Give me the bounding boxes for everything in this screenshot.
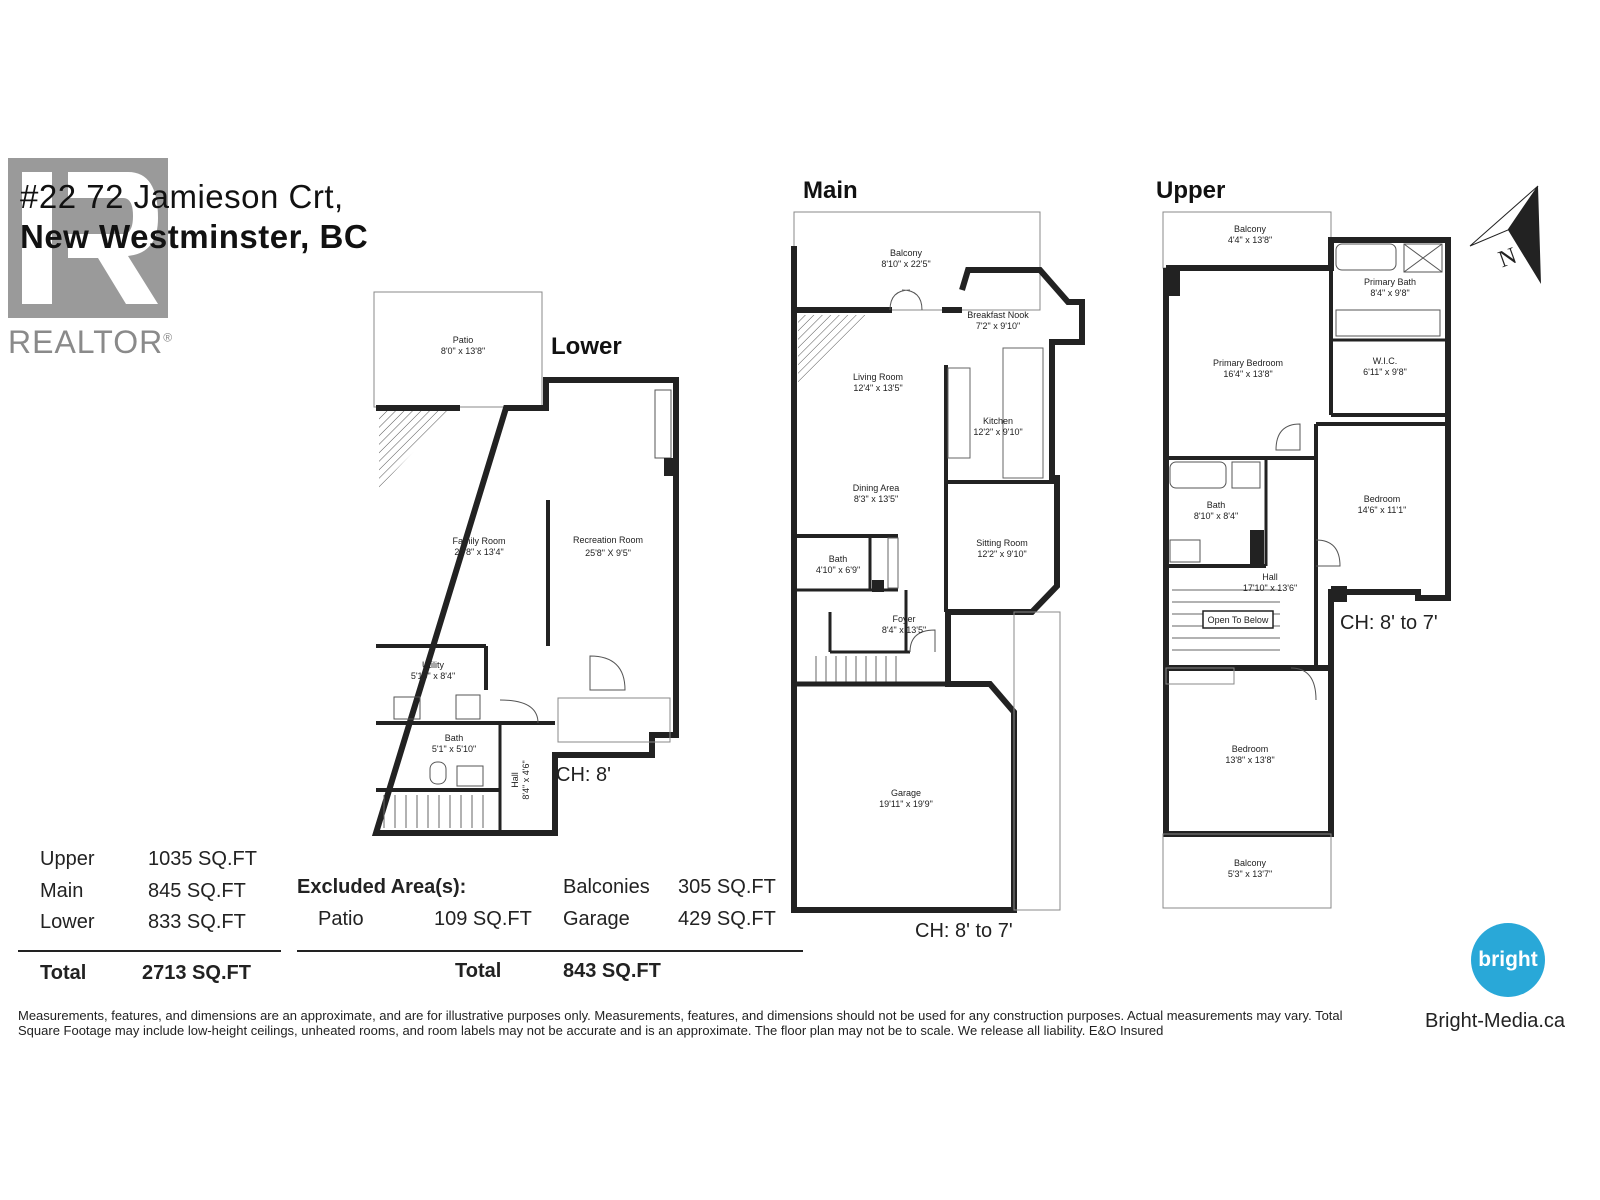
room-name: Kitchen [983, 416, 1013, 426]
room-dims: 14'6" x 11'1" [1358, 505, 1407, 515]
area-label: Main [40, 880, 84, 902]
area-label: Lower [40, 911, 95, 933]
room-dims: 5'3" x 13'7" [1228, 869, 1272, 879]
room-dims: 25'8" x 13'4" [454, 547, 503, 557]
room-dims: 4'10" x 6'9" [816, 565, 860, 575]
room-name: Patio [453, 335, 474, 345]
room-name: Living Room [853, 372, 903, 382]
realtor-wordmark: REALTOR® [8, 324, 174, 360]
brand-url: Bright-Media.ca [1425, 1010, 1566, 1032]
room-name: Dining Area [853, 483, 900, 493]
excluded-total-value: 843 SQ.FT [563, 960, 661, 982]
room-dims: 4'4" x 13'8" [1228, 235, 1272, 245]
floor-title-main: Main [803, 177, 858, 204]
room-dims: 5'10" x 8'4" [411, 671, 455, 681]
room-name: Recreation Room [573, 535, 643, 545]
room-dims: 12'4" x 13'5" [853, 383, 902, 393]
compass-label: N [1495, 243, 1520, 273]
open-to-below-label: Open To Below [1208, 615, 1269, 625]
area-label: Upper [40, 848, 95, 870]
room-name: Sitting Room [976, 538, 1028, 548]
room-name: Balcony [1234, 224, 1267, 234]
ceiling-height-main: CH: 8' to 7' [915, 920, 1013, 942]
area-value: 833 SQ.FT [148, 911, 246, 933]
address-line-2: New Westminster, BC [20, 218, 369, 255]
upper-floor-plan [1162, 211, 1451, 909]
room-name: W.I.C. [1373, 356, 1398, 366]
room-dims: 19'11" x 19'9" [879, 799, 933, 809]
room-name: Family Room [452, 536, 505, 546]
room-name: Bedroom [1232, 744, 1269, 754]
main-floor-plan [791, 211, 1085, 913]
room-dims: 8'4" x 4'6" [521, 760, 531, 799]
area-value: 1035 SQ.FT [148, 848, 257, 870]
excluded-label: Patio [318, 908, 364, 930]
room-dims: 13'8" x 13'8" [1225, 755, 1274, 765]
room-name: Balcony [1234, 858, 1267, 868]
room-name: Hall [510, 772, 520, 788]
excluded-total-label: Total [455, 960, 502, 982]
room-name: Bath [1207, 500, 1226, 510]
lower-walls [371, 377, 679, 836]
excluded-label: Garage [563, 908, 630, 930]
room-dims: 8'0" x 13'8" [441, 346, 485, 356]
room-dims: 17'10" x 13'6" [1243, 583, 1297, 593]
lower-stairs-hatch [379, 411, 452, 488]
room-dims: 8'3" x 13'5" [854, 494, 898, 504]
address-line-1: #22 72 Jamieson Crt, [20, 178, 344, 215]
excluded-label: Balconies [563, 876, 650, 898]
excluded-title: Excluded Area(s): [297, 876, 467, 898]
north-compass-icon: N [1469, 185, 1541, 284]
room-dims: 16'4" x 13'8" [1223, 369, 1272, 379]
room-dims: 8'4" x 13'5" [882, 625, 926, 635]
realtor-logo [8, 158, 168, 318]
room-name: Bath [829, 554, 848, 564]
room-dims: 25'8" X 9'5" [585, 548, 631, 558]
total-divider [18, 950, 281, 952]
room-name: Utility [422, 660, 444, 670]
excluded-divider [297, 950, 803, 952]
room-dims: 8'4" x 9'8" [1370, 288, 1409, 298]
ceiling-height-lower: CH: 8' [556, 764, 611, 786]
room-dims: 8'10" x 8'4" [1194, 511, 1238, 521]
total-value: 2713 SQ.FT [142, 962, 251, 984]
upper-walls [1163, 237, 1451, 837]
room-dims: 5'1" x 5'10" [432, 744, 476, 754]
room-name: Foyer [892, 614, 915, 624]
room-name: Bath [445, 733, 464, 743]
room-dims: 12'2" x 9'10" [973, 427, 1022, 437]
floor-title-upper: Upper [1156, 177, 1226, 204]
room-dims: 8'10" x 22'5" [881, 259, 930, 269]
room-name: Hall [1262, 572, 1278, 582]
room-dims: 6'11" x 9'8" [1363, 367, 1407, 377]
area-value: 845 SQ.FT [148, 880, 246, 902]
room-name: Bedroom [1364, 494, 1401, 504]
room-name: Breakfast Nook [967, 310, 1029, 320]
total-label: Total [40, 962, 87, 984]
room-name: Garage [891, 788, 921, 798]
excluded-value: 305 SQ.FT [678, 876, 776, 898]
ceiling-height-upper: CH: 8' to 7' [1340, 612, 1438, 634]
floor-title-lower: Lower [551, 333, 622, 360]
excluded-value: 429 SQ.FT [678, 908, 776, 930]
room-dims: 12'2" x 9'10" [977, 549, 1026, 559]
room-name: Primary Bath [1364, 277, 1416, 287]
room-name: Balcony [890, 248, 923, 258]
bright-logo: bright [1471, 923, 1545, 997]
disclaimer-text: Measurements, features, and dimensions a… [18, 1008, 1343, 1038]
room-labels: Patio 8'0" x 13'8" Family Room 25'8" x 1… [411, 224, 1416, 879]
room-name: Primary Bedroom [1213, 358, 1283, 368]
room-dims: 7'2" x 9'10" [976, 321, 1020, 331]
excluded-value: 109 SQ.FT [434, 908, 532, 930]
lower-floor-plan [371, 291, 679, 836]
